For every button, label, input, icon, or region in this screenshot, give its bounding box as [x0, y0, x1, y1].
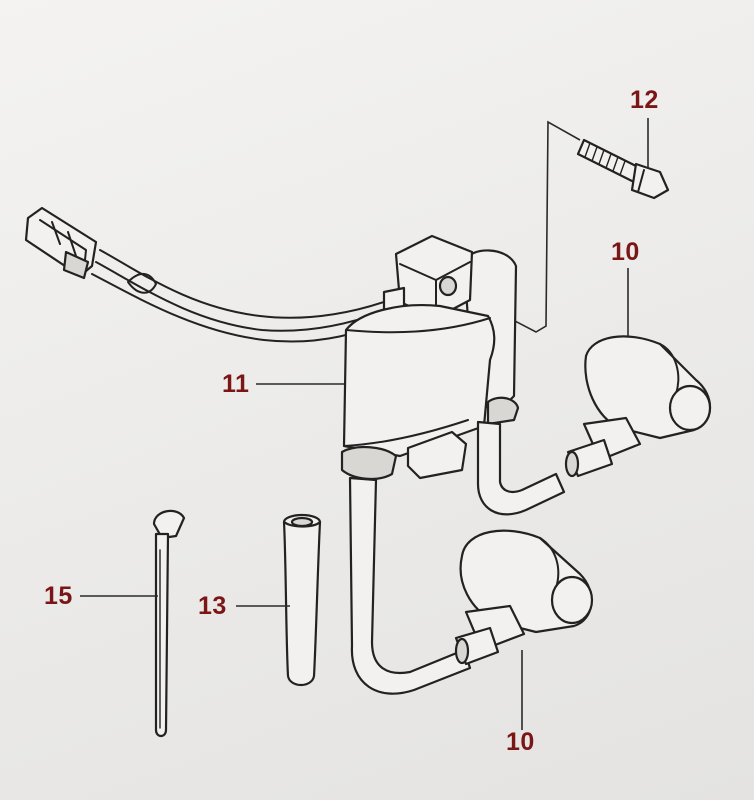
connector-plug: [24, 206, 98, 280]
plug-cap-upper-part-10: [564, 335, 712, 478]
callout-15: 15: [44, 582, 73, 610]
callout-13: 13: [198, 592, 227, 620]
plug-cap-lower-part-10: [454, 529, 594, 666]
ht-lead-upper: [476, 420, 566, 516]
ignition-coil-part-11: [340, 234, 520, 480]
callout-12: 12: [630, 86, 659, 114]
callout-11: 11: [222, 370, 250, 398]
callout-10-upper: 10: [611, 238, 640, 266]
callout-10-lower: 10: [506, 728, 535, 756]
cable-tie-part-15: [152, 509, 186, 738]
bolt-part-12: [576, 138, 670, 200]
ht-lead-lower: [348, 476, 472, 695]
sleeve-part-13: [282, 513, 322, 687]
